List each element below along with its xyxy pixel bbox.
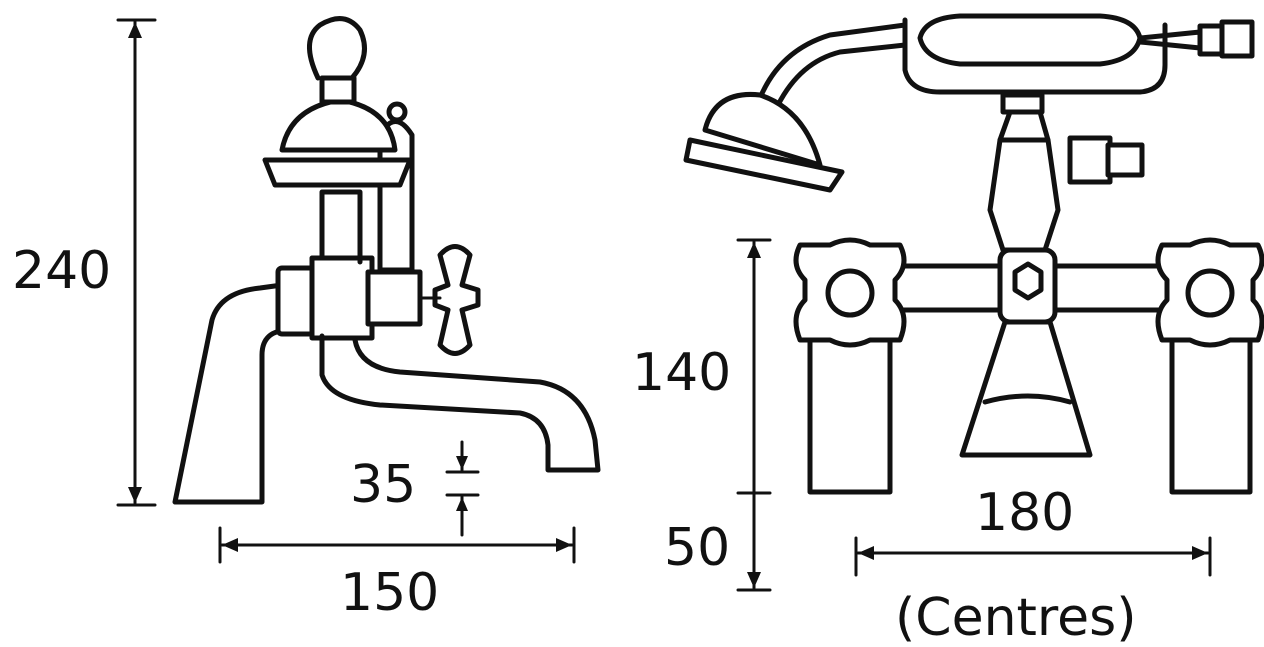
- front-view: [683, 13, 1264, 495]
- dim-side-depth-label: 150: [340, 563, 439, 623]
- front-view-hose: [757, 22, 908, 108]
- side-view-hose-loop: [307, 16, 367, 81]
- dim-front-heights: 140 50: [632, 238, 772, 592]
- dim-centres-value: 180: [975, 483, 1074, 543]
- front-view-left-valve: [793, 237, 907, 495]
- front-view-outlet-nut: [1067, 135, 1113, 185]
- dim-body-height-label: 140: [632, 343, 731, 403]
- front-view-right-valve: [1155, 237, 1264, 495]
- dim-spout-clearance-label: 35: [350, 455, 416, 515]
- front-view-riser-top: [1000, 92, 1045, 115]
- dim-centres-label: (Centres): [895, 588, 1137, 647]
- side-view-shower-dome: [279, 97, 398, 153]
- side-view-shower-rose: [262, 157, 413, 188]
- side-view-valve-block: [309, 255, 375, 341]
- front-view-shower-rose: [683, 137, 845, 193]
- front-view-spout: [959, 319, 1093, 458]
- dim-spout-clearance: 35: [350, 440, 480, 537]
- side-view-diverter-knob: [386, 101, 408, 123]
- front-view-diverter-cap: [997, 109, 1051, 143]
- front-view-spout-lip: [982, 393, 1073, 405]
- dim-base-height-label: 50: [664, 518, 730, 578]
- front-view-shower-dome: [702, 91, 823, 168]
- side-view-shower-neck: [319, 75, 357, 105]
- dim-centres: 180 (Centres): [854, 483, 1212, 647]
- dim-overall-height-label: 240: [12, 241, 111, 301]
- front-view-cradle: [902, 17, 1168, 95]
- front-view-hex-nut: [1012, 261, 1044, 301]
- side-view-riser: [319, 189, 363, 265]
- front-view-outlet-fitting: [1105, 142, 1145, 178]
- side-view-valve-cap: [365, 269, 423, 327]
- front-view-hose-fitting: [1219, 19, 1255, 59]
- side-view-cross-handle: [418, 244, 481, 356]
- dim-overall-height: 240: [12, 18, 157, 507]
- front-view-diverter: [987, 137, 1061, 253]
- side-view-spout: [319, 333, 601, 473]
- dim-side-depth: 150: [218, 526, 576, 623]
- front-view-handset-end: [1137, 29, 1203, 51]
- front-view-handset: [917, 13, 1143, 67]
- side-view: [172, 16, 601, 505]
- front-view-hose-nut: [1197, 23, 1225, 57]
